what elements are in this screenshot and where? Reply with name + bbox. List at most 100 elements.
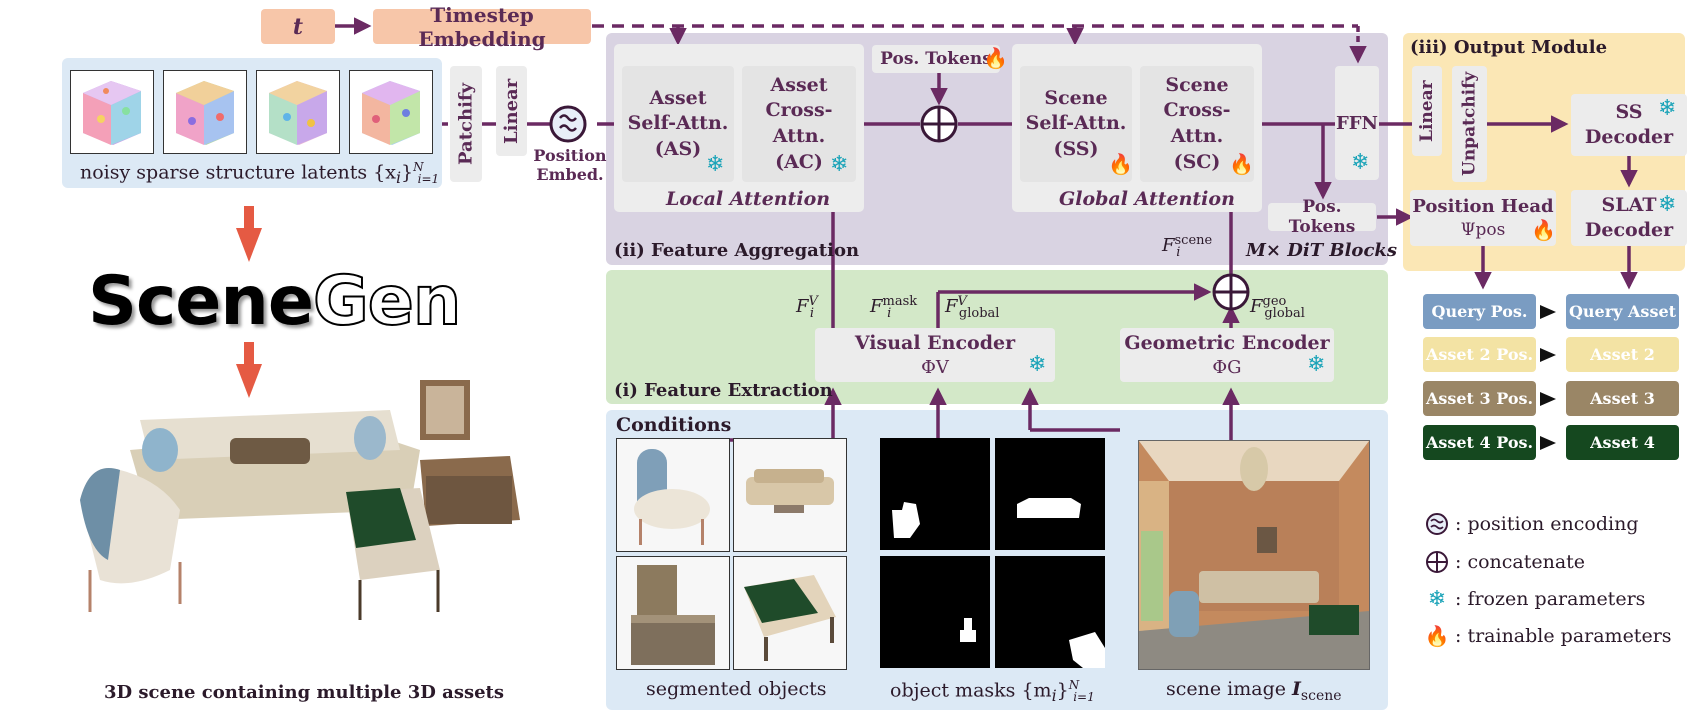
geometric-encoder-phi: ΦG (1212, 356, 1242, 378)
flame-icon: 🔥 (1531, 218, 1556, 242)
f-global-symbol: F (945, 296, 958, 317)
asset-cross-line2: Cross-Attn. (765, 99, 833, 147)
feature-extraction-title: (i) Feature Extraction (614, 380, 833, 401)
slat-decoder-line1: SLAT (1601, 194, 1657, 217)
scene-image-sym: I (1292, 678, 1301, 700)
legend-frozen-text: : frozen parameters (1455, 588, 1646, 610)
segmented-object-chair (616, 438, 730, 552)
f-scene-sup: scene (1174, 233, 1213, 248)
linear-box: Linear (496, 66, 527, 156)
latents-caption-tail: } (401, 161, 414, 184)
snowflake-icon: ❄ (1351, 150, 1370, 175)
f-global-sub: global (958, 305, 1000, 321)
asset-self-line1: Asset (649, 86, 707, 109)
legend-position-encoding: : position encoding (1425, 512, 1639, 536)
asset3-pos-box: Asset 3 Pos. (1423, 381, 1536, 416)
scene-self-line2: Self-Attn. (1025, 112, 1127, 135)
scene-self-attn-box: Scene Self-Attn. (SS) (1020, 66, 1132, 182)
scenegen-logo: Scene Gen (88, 261, 462, 342)
f-scene-symbol: F (1162, 235, 1175, 256)
f-geo-label: Fgeoglobal (1250, 294, 1305, 321)
flame-icon: 🔥 (1424, 624, 1450, 648)
f-v-sup: V (808, 294, 818, 309)
latent-cube-3 (256, 70, 340, 154)
segmented-object-sofa (733, 438, 847, 552)
output-linear-box: Linear (1412, 66, 1442, 156)
position-head-box: Position Head Ψpos (1410, 190, 1556, 246)
concatenate-icon (1425, 550, 1449, 574)
object-masks-tail: } (1056, 679, 1069, 702)
asset2-box: Asset 2 (1566, 337, 1679, 372)
snowflake-icon: ❄ (1658, 192, 1677, 217)
pos-tokens-box-right: Pos. Tokens (1268, 197, 1376, 237)
f-mask-symbol: F (870, 296, 883, 317)
latents-caption-text: noisy sparse structure latents {x (80, 161, 396, 184)
output-module-title: (iii) Output Module (1410, 37, 1608, 58)
asset3-box: Asset 3 (1566, 381, 1679, 416)
object-mask-2 (995, 438, 1105, 550)
legend-trainable-text: : trainable parameters (1455, 625, 1672, 647)
scene-cross-line2: Cross-Attn. (1163, 99, 1231, 147)
flame-icon: 🔥 (983, 46, 1008, 70)
timestep-embedding-box: Timestep Embedding (373, 3, 591, 51)
visual-encoder-box: Visual Encoder ΦV (815, 328, 1055, 382)
geometric-encoder-label: Geometric Encoder (1124, 331, 1330, 354)
position-embed-label: Position Embed. (533, 146, 607, 184)
legend-frozen: ❄ : frozen parameters (1425, 587, 1646, 612)
scene-cross-line3: (SC) (1173, 150, 1221, 173)
feature-aggregation-title: (ii) Feature Aggregation (614, 240, 860, 261)
ss-decoder-line2: Decoder (1584, 126, 1674, 148)
latent-cube-2 (163, 70, 247, 154)
f-scene-sub: i (1176, 244, 1181, 260)
3d-scene-caption: 3D scene containing multiple 3D assets (104, 682, 504, 703)
asset-cross-line1: Asset (770, 73, 828, 96)
scene-image-text: scene image (1166, 678, 1293, 700)
scene-self-line1: Scene (1044, 86, 1108, 109)
object-mask-1 (880, 438, 990, 550)
f-global-sup: V (957, 294, 967, 309)
legend-pos-enc-text: : position encoding (1455, 513, 1639, 535)
object-masks-sub2: i=1 (1073, 690, 1095, 705)
position-encoding-icon (1425, 512, 1449, 536)
scene-cross-line1: Scene (1165, 73, 1229, 96)
patchify-box: Patchify (450, 66, 482, 182)
visual-encoder-phi: ΦV (921, 356, 949, 378)
asset4-pos-box: Asset 4 Pos. (1423, 425, 1536, 460)
slat-decoder-line2: Decoder (1584, 219, 1674, 241)
f-global-label: FVglobal (945, 294, 999, 321)
snowflake-icon: ❄ (1307, 352, 1326, 377)
f-mask-label: Fmaski (870, 294, 917, 321)
latents-caption-sup: N (413, 160, 424, 174)
position-head-label: Position Head (1412, 196, 1554, 218)
conditions-title: Conditions (616, 414, 732, 436)
asset4-box: Asset 4 (1566, 425, 1679, 460)
ss-decoder-box: SS Decoder (1571, 94, 1687, 156)
legend-concat-text: : concatenate (1455, 551, 1586, 573)
latent-cube-4 (349, 70, 433, 154)
scene-self-line3: (SS) (1053, 137, 1099, 160)
snowflake-icon: ❄ (706, 152, 725, 177)
ss-decoder-line1: SS (1615, 101, 1643, 124)
asset-self-line2: Self-Attn. (627, 112, 729, 135)
f-geo-sup: geo (1262, 294, 1287, 309)
unpatchify-box: Unpatchify (1452, 66, 1487, 182)
scene-cross-attn-box: Scene Cross-Attn. (SC) (1140, 66, 1254, 182)
asset-cross-line3: (AC) (775, 150, 823, 173)
segmented-object-nightstand (616, 556, 730, 670)
legend-concatenate: : concatenate (1425, 550, 1585, 574)
segmented-objects-caption: segmented objects (646, 678, 827, 700)
3d-scene-render (60, 380, 530, 650)
scene-image-caption: scene image Iscene (1166, 678, 1342, 704)
asset-cross-attn-box: Asset Cross-Attn. (AC) (742, 66, 856, 182)
visual-encoder-label: Visual Encoder (854, 331, 1016, 354)
f-v-sub: i (809, 305, 815, 321)
legend-trainable: 🔥 : trainable parameters (1425, 624, 1672, 648)
segmented-object-bench (733, 556, 847, 670)
object-mask-4 (995, 556, 1105, 668)
dit-blocks-label: M× DiT Blocks (1246, 240, 1398, 261)
flame-icon: 🔥 (1229, 152, 1254, 176)
flame-icon: 🔥 (1108, 152, 1133, 176)
query-pos-box: Query Pos. (1423, 294, 1536, 329)
scene-image-sub: scene (1300, 687, 1342, 704)
global-attention-label: Global Attention (1059, 188, 1235, 210)
